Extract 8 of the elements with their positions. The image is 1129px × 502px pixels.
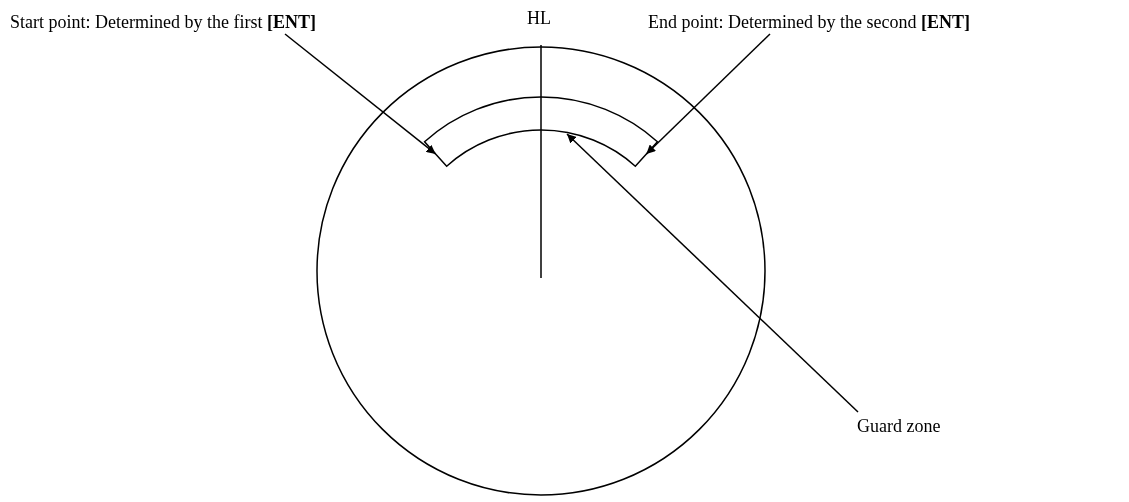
leader-arrow — [284, 33, 437, 155]
callout-text: End point: Determined by the second [ENT] — [648, 12, 970, 32]
callout-text: Start point: Determined by the first [ENT] — [10, 12, 316, 32]
leader-arrow — [645, 33, 771, 155]
leader-arrow — [566, 133, 859, 413]
callout-text: Guard zone — [857, 416, 941, 436]
heading-line-label: HL — [527, 8, 551, 28]
guard-zone-sector — [423, 96, 659, 167]
